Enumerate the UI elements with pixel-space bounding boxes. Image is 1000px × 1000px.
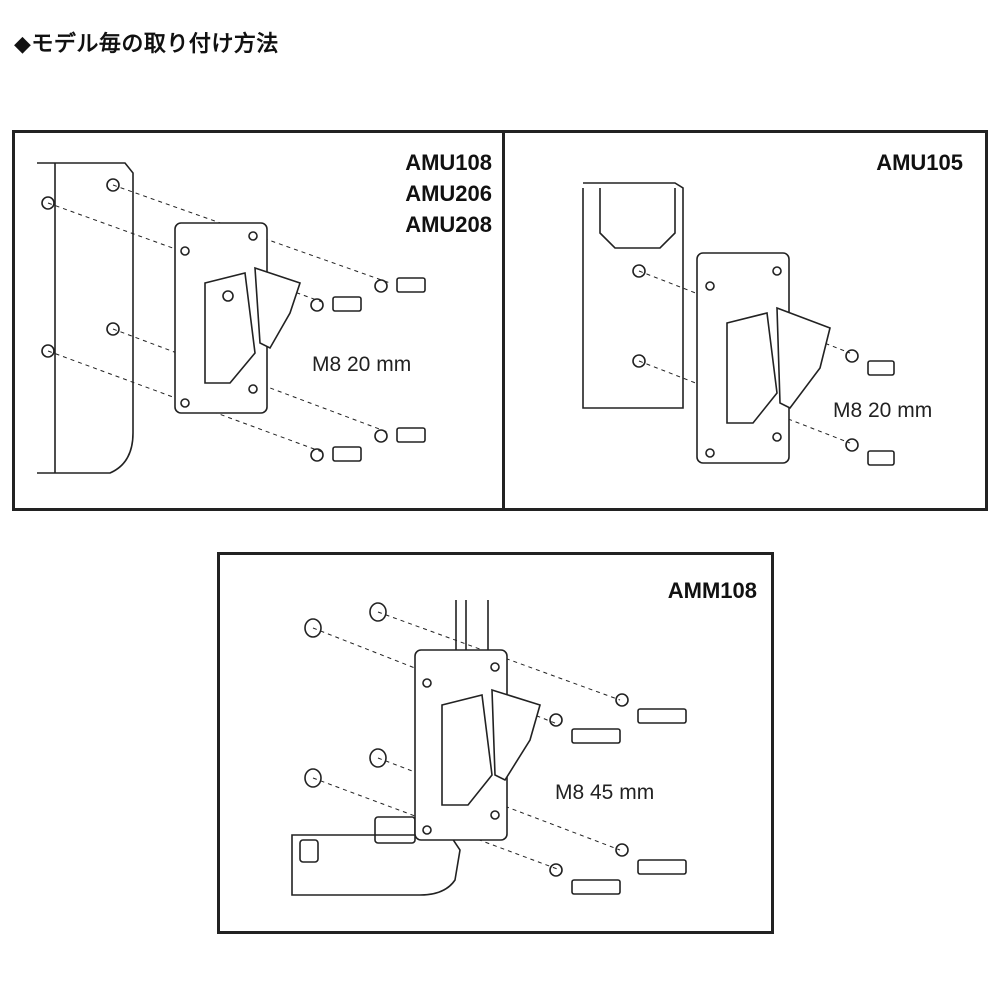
mounting-diagram (291, 600, 687, 896)
bolt-spec: M8 20 mm (312, 353, 412, 376)
model-name: AMU206 (405, 181, 492, 206)
mounting-diagram (582, 182, 895, 466)
panel-amu105: AMU105 M8 20 mm (502, 130, 988, 511)
model-list: AMU105 (876, 147, 963, 178)
panel-amu108-amu206-amu208: AMU108 AMU206 AMU208 M8 20 mm (12, 130, 505, 511)
model-name: AMU105 (876, 150, 963, 175)
bolt-spec: M8 20 mm (833, 399, 933, 422)
mounting-diagram (37, 162, 426, 474)
bolt-spec: M8 45 mm (555, 781, 655, 804)
model-list: AMU108 AMU206 AMU208 (405, 147, 492, 240)
page-title: ◆モデル毎の取り付け方法 (14, 32, 279, 57)
model-name: AMM108 (667, 578, 757, 603)
model-name: AMU208 (405, 212, 492, 237)
panel-amm108: AMM108 M8 45 mm (217, 552, 774, 934)
model-list: AMM108 (668, 575, 757, 606)
model-name: AMU108 (405, 150, 492, 175)
